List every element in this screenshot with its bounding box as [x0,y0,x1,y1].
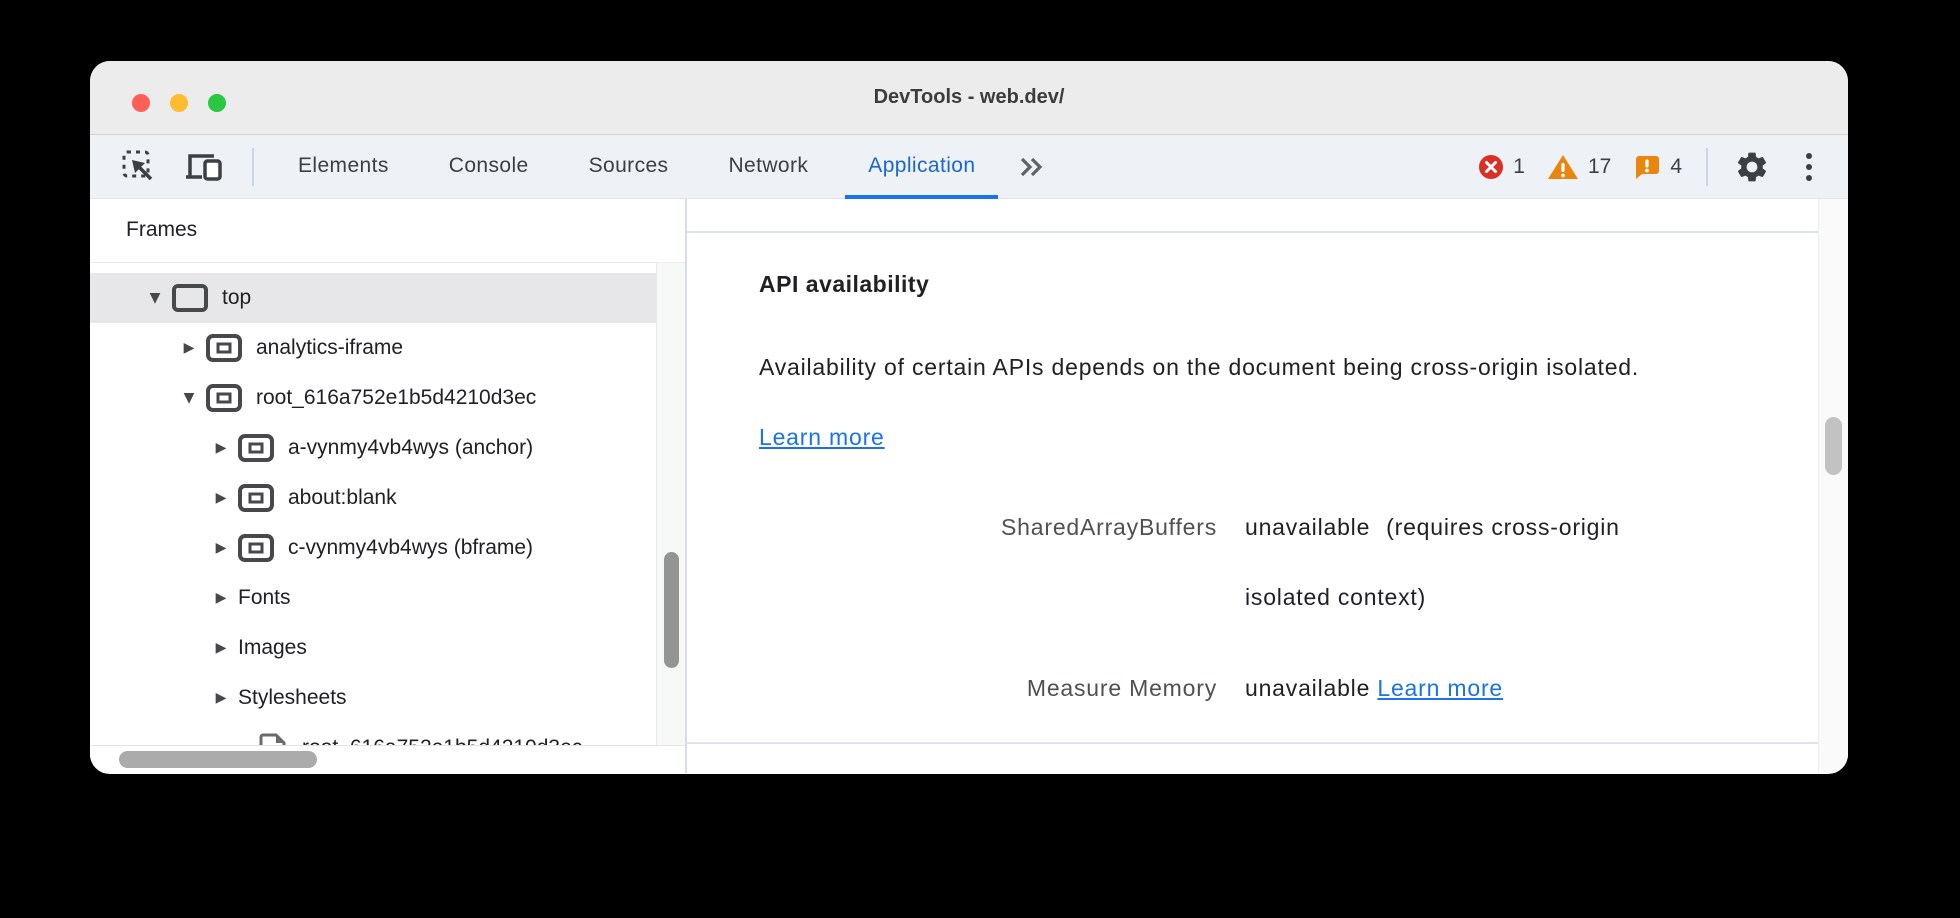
tab-application[interactable]: Application [843,135,1000,199]
frames-vertical-scrollbar[interactable] [656,263,685,745]
inspect-cursor-icon [120,148,158,186]
iframe-icon [238,433,274,463]
tree-item-label: root_616a752e1b5d4210d3ec [302,736,582,746]
frames-horizontal-scrollbar[interactable] [90,745,685,773]
tree-item-label: Images [238,636,307,659]
frames-horizontal-scrollbar-thumb[interactable] [119,751,317,768]
expand-arrow-icon[interactable]: ▶ [215,640,227,656]
iframe-icon [206,333,242,363]
expand-arrow-icon[interactable]: ▶ [215,440,227,456]
customize-devtools-button[interactable] [1800,147,1818,187]
iframe-icon [206,383,242,413]
expand-arrow-icon[interactable]: ▼ [149,290,161,306]
availability-value: unavailable [1245,675,1371,701]
tree-item-about-blank[interactable]: ▶ about:blank [90,473,685,523]
status-area: 1 17 [1478,147,1848,187]
tab-sources[interactable]: Sources [588,153,669,177]
tree-item-label: about:blank [288,486,397,509]
error-count: 1 [1513,154,1525,178]
description-text: Availability of certain APIs depends on … [759,354,1640,380]
traffic-lights [132,94,226,112]
close-window-button[interactable] [132,94,150,112]
frames-panel: Frames ▼ top ▶ analytics-i [90,199,687,773]
tree-item-label: c-vynmy4vb4wys (bframe) [288,536,534,559]
issue-count: 4 [1670,154,1682,178]
warning-icon [1547,153,1579,181]
tree-item-root-document[interactable]: root_616a752e1b5d4210d3ec [90,723,685,746]
section-divider [687,742,1818,744]
gear-icon [1734,149,1770,185]
tree-item-label: a-vynmy4vb4wys (anchor) [288,436,534,459]
tree-item-label: root_616a752e1b5d4210d3ec [256,386,537,409]
tab-console[interactable]: Console [448,153,529,177]
frames-panel-title: Frames [90,199,685,263]
expand-arrow-icon[interactable]: ▶ [215,690,227,706]
tree-item-images[interactable]: ▶ Images [90,623,685,673]
status-divider [1706,147,1708,186]
frames-vertical-scrollbar-thumb[interactable] [664,552,679,668]
tree-item-label: analytics-iframe [256,336,404,359]
tab-elements[interactable]: Elements [298,153,389,177]
availability-value: unavailable [1245,514,1371,540]
frame-icon [172,283,208,313]
settings-button[interactable] [1734,149,1770,185]
minimize-window-button[interactable] [170,94,188,112]
application-report-panel: API availability Availability of certain… [687,199,1848,773]
toolbar-divider [252,147,254,186]
window-title: DevTools - web.dev/ [873,86,1065,108]
zoom-window-button[interactable] [208,94,226,112]
report-vertical-scrollbar-thumb[interactable] [1825,417,1842,475]
tree-item-root-frame[interactable]: ▼ root_616a752e1b5d4210d3ec [90,373,685,423]
console-errors-badge[interactable]: 1 [1478,154,1525,180]
console-warnings-badge[interactable]: 17 [1547,153,1611,181]
window-titlebar[interactable]: DevTools - web.dev/ [90,61,1848,135]
panel-tabs: Elements Console Sources Network Applica… [268,135,1005,199]
expand-arrow-icon[interactable]: ▶ [215,540,227,556]
tree-item-stylesheets[interactable]: ▶ Stylesheets [90,673,685,723]
devtools-window: DevTools - web.dev/ [90,61,1848,774]
section-divider [687,231,1818,233]
expand-arrow-icon[interactable]: ▶ [183,340,195,356]
devtools-content: Frames ▼ top ▶ analytics-i [90,199,1848,773]
tree-item-label: Fonts [238,586,291,609]
expand-arrow-icon[interactable]: ▶ [215,490,227,506]
report-vertical-scrollbar[interactable] [1818,199,1848,773]
iframe-icon [238,483,274,513]
error-icon [1478,154,1504,180]
tree-item-top[interactable]: ▼ top [90,273,685,323]
section-description: Availability of certain APIs depends on … [759,332,1669,472]
toggle-device-toolbar-button[interactable] [184,148,224,186]
issues-badge[interactable]: 4 [1633,154,1682,180]
more-tabs-button[interactable] [1011,147,1051,187]
issues-icon [1633,154,1661,180]
report-row-sharedarraybuffers: SharedArrayBuffers unavailable(requires … [687,492,1691,632]
tree-item-label: top [222,286,252,309]
tree-item-anchor-frame[interactable]: ▶ a-vynmy4vb4wys (anchor) [90,423,685,473]
warning-count: 17 [1587,154,1612,178]
device-toolbar-icon [184,148,224,186]
availability-note: (requires cross-origin isolated context) [1245,514,1620,610]
report-row-measure-memory: Measure Memory unavailable Learn more [687,653,1691,723]
learn-more-link[interactable]: Learn more [759,424,885,450]
report-value: unavailable(requires cross-origin isolat… [1245,492,1691,632]
iframe-icon [238,533,274,563]
document-icon [258,733,288,746]
learn-more-link[interactable]: Learn more [1377,675,1503,701]
frames-tree: ▼ top ▶ analytics-iframe [90,263,685,746]
expand-arrow-icon[interactable]: ▼ [183,390,195,406]
report-key: Measure Memory [1026,675,1217,701]
double-chevron-icon [1016,155,1046,179]
tree-item-label: Stylesheets [238,686,347,709]
tree-item-fonts[interactable]: ▶ Fonts [90,573,685,623]
section-title: API availability [759,271,930,297]
report-key: SharedArrayBuffers [1001,514,1217,540]
inspect-element-button[interactable] [120,148,158,186]
tree-item-bframe[interactable]: ▶ c-vynmy4vb4wys (bframe) [90,523,685,573]
tree-item-analytics-iframe[interactable]: ▶ analytics-iframe [90,323,685,373]
report-value: unavailable Learn more [1245,653,1691,723]
devtools-toolbar: Elements Console Sources Network Applica… [90,135,1848,199]
expand-arrow-icon[interactable]: ▶ [215,590,227,606]
tab-network[interactable]: Network [728,153,809,177]
